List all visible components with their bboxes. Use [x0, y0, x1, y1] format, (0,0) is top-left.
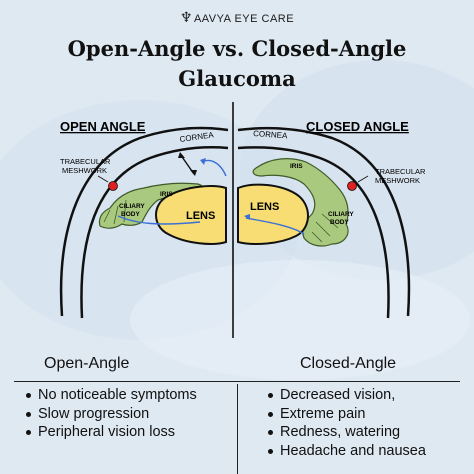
left-trabecular-label-1: TRABECULAR — [60, 157, 111, 166]
closed-angle-column-title: Closed-Angle — [300, 355, 397, 372]
right-trabecular-label-1: TRABECULAR — [375, 167, 426, 176]
left-lens — [155, 185, 227, 245]
right-cornea-outer — [237, 126, 411, 317]
list-item: Decreased vision, — [266, 386, 426, 405]
open-angle-symptom-list: No noticeable symptoms Slow progression … — [24, 386, 197, 442]
list-item: Redness, watering — [266, 423, 426, 442]
right-cornea-inner — [237, 146, 390, 319]
list-item: No noticeable symptoms — [24, 386, 197, 405]
right-heading: CLOSED ANGLE — [306, 119, 409, 134]
right-cornea-label: CORNEA — [253, 129, 288, 140]
table-divider-vertical — [237, 384, 238, 474]
left-ciliary-label-2: BODY — [121, 211, 140, 218]
left-heading: OPEN ANGLE — [60, 119, 146, 134]
title-line-1: Open-Angle vs. Closed-Angle — [67, 36, 407, 61]
left-flow-arrow-lower — [117, 215, 201, 225]
left-lens-label: LENS — [186, 210, 215, 222]
list-item: Extreme pain — [266, 405, 426, 424]
left-flow-arrow-upper — [201, 159, 227, 177]
list-item: Peripheral vision loss — [24, 423, 197, 442]
right-trabecular-label-2: MESHWORK — [375, 176, 420, 185]
right-flow-arrow — [245, 217, 305, 235]
left-meshwork-dot — [108, 181, 118, 191]
closed-angle-symptom-list: Decreased vision, Extreme pain Redness, … — [266, 386, 426, 460]
eye-logo-icon: ♆ — [179, 10, 193, 26]
left-trabecular-label-2: MESHWORK — [62, 166, 107, 175]
page-title: Open-Angle vs. Closed-Angle Glaucoma — [0, 34, 474, 94]
left-cornea-inner — [80, 146, 229, 319]
right-lens-label: LENS — [250, 201, 279, 213]
right-ciliary-label-2: BODY — [330, 219, 349, 226]
left-ciliary-label-1: CILIARY — [119, 203, 145, 210]
brand-header: ♆AAVYA EYE CARE — [0, 10, 474, 26]
right-lens — [237, 183, 309, 245]
list-item: Slow progression — [24, 405, 197, 424]
right-ciliary-label-1: CILIARY — [328, 211, 354, 218]
left-cornea-outer — [59, 126, 229, 317]
brand-name: AAVYA EYE CARE — [193, 13, 295, 25]
left-iris-label: IRIS — [160, 191, 173, 198]
title-line-2: Glaucoma — [178, 66, 296, 91]
right-meshwork-dot — [347, 181, 357, 191]
left-cornea-label: CORNEA — [179, 130, 215, 144]
right-iris-label: IRIS — [290, 163, 303, 170]
open-angle-column-title: Open-Angle — [44, 355, 130, 372]
right-iris-ciliary — [252, 158, 349, 247]
list-item: Headache and nausea — [266, 442, 426, 461]
table-divider-horizontal — [14, 381, 460, 382]
